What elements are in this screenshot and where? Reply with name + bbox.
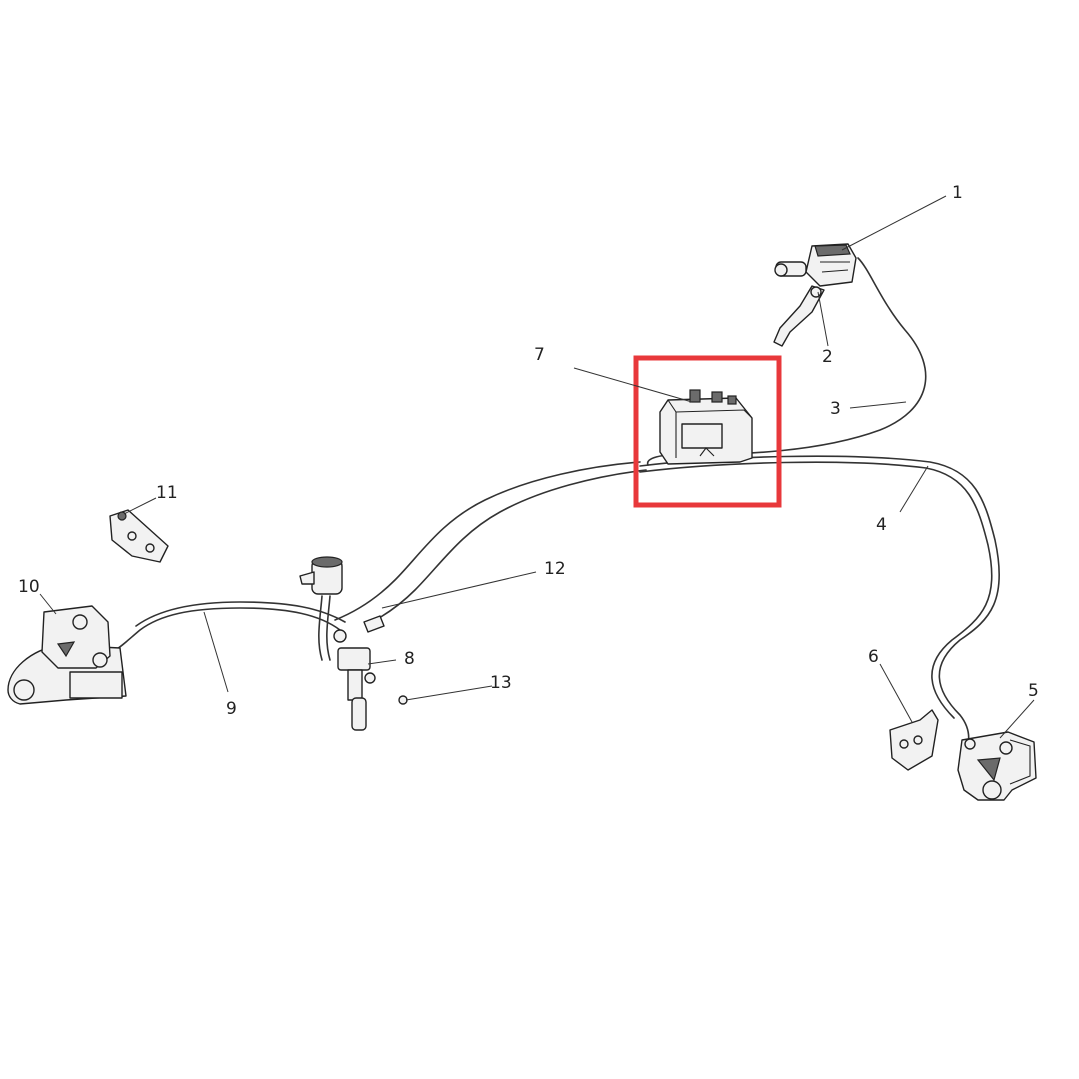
front-brake-pad	[889, 709, 939, 771]
rear-brake-caliper	[7, 605, 127, 705]
hose-9-strand	[135, 601, 346, 627]
callout-5: 5	[1028, 681, 1039, 701]
highlight-box	[633, 355, 782, 508]
hose-4	[639, 455, 1001, 746]
hose-4-strand	[639, 461, 993, 719]
callout-13: 13	[490, 673, 512, 693]
reservoir-hose	[318, 595, 323, 661]
leader-lines	[39, 195, 1035, 739]
hose-9	[111, 607, 341, 653]
rear-brake-pad	[109, 509, 169, 563]
callout-2: 2	[822, 347, 833, 367]
callout-1: 1	[952, 183, 963, 203]
reservoir-hose-strand	[326, 595, 331, 661]
callout-12: 12	[544, 559, 566, 579]
hose-abs-rear-b	[371, 469, 647, 623]
callout-7: 7	[534, 345, 545, 365]
bolt-13	[398, 695, 408, 705]
abs-modulator	[659, 389, 753, 465]
hose-abs-rear-a	[334, 461, 641, 621]
callout-4: 4	[876, 515, 887, 535]
front-master-cylinder	[774, 243, 857, 287]
callout-6: 6	[868, 647, 879, 667]
front-brake-caliper	[957, 731, 1037, 801]
callout-labels: 1 2 3 4 5 6 7 8 9 10 11 12 13	[18, 183, 1039, 719]
front-brake-lever	[773, 285, 825, 347]
callout-10: 10	[18, 577, 40, 597]
hose-lines	[111, 257, 1001, 746]
callout-9: 9	[226, 699, 237, 719]
callout-8: 8	[404, 649, 415, 669]
rear-master-cylinder	[299, 556, 385, 731]
callout-3: 3	[830, 399, 841, 419]
callout-11: 11	[156, 483, 178, 503]
